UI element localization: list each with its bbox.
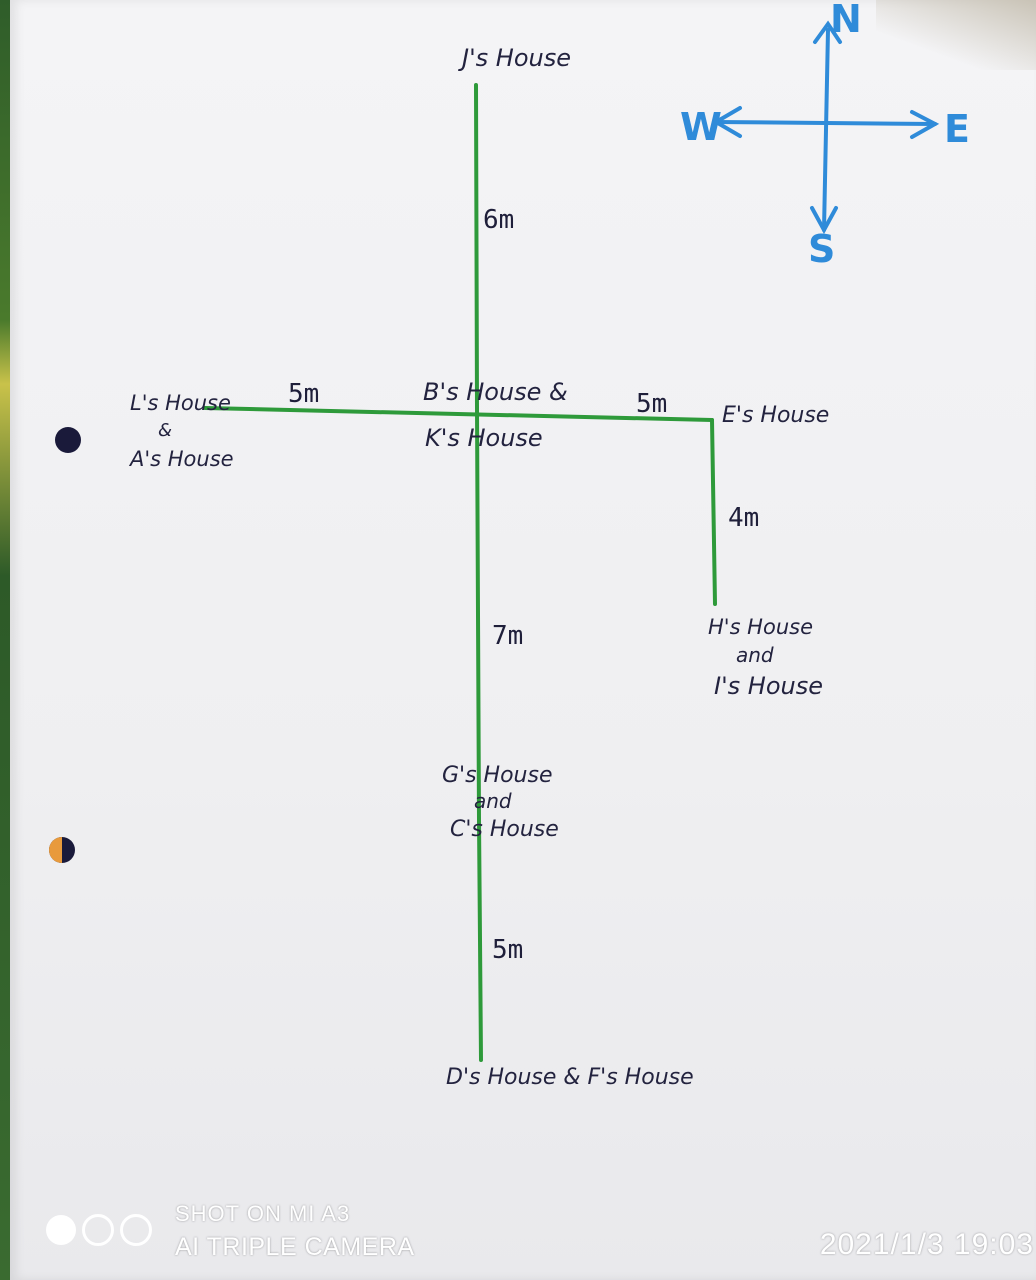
camera-logo-ring-icon [82,1214,114,1246]
label-c-house: C's House [450,817,559,842]
label-e-house: E's House [722,403,829,428]
compass-we-line [713,120,937,126]
compass-north-arrow [813,20,842,44]
label-j-house: J's House [458,44,571,72]
label-i-house: I's House [714,672,823,700]
camera-logo-ring-icon [120,1214,152,1246]
distance-l-b: 5m [288,379,319,409]
punch-hole-bottom-light [49,837,62,863]
distance-e-h: 4m [728,503,759,533]
label-h-house: H's House [708,615,813,639]
label-a-house: A's House [128,447,234,471]
path-lines [203,83,717,1062]
compass-rose [712,20,940,235]
compass-east-arrow [910,110,940,139]
paper-sheet [10,0,1036,1280]
compass-west-label: W [680,105,722,149]
paper-corner-shadow [876,0,1036,70]
compass-south-label: S [808,227,835,271]
label-g-house: G's House [442,763,553,788]
path-j-to-b [474,83,479,410]
distance-b-e: 5m [636,389,667,419]
compass-ns-line [822,28,830,232]
compass-south-arrow [810,206,838,235]
path-e-to-h [710,418,717,606]
path-b-to-g [475,406,481,822]
camera-logo-dot-icon [46,1215,76,1245]
label-g-c-and: and [474,789,512,813]
label-l-a-and: & [158,420,172,441]
path-g-to-d [477,818,483,1062]
watermark-shot-on: SHOT ON MI A3 [175,1201,351,1226]
label-l-house: L's House [130,391,231,415]
path-l-to-e [203,406,714,422]
compass-east-label: E [944,107,970,151]
punch-hole-top [55,427,81,453]
watermark-datetime: 2021/1/3 19:03 [819,1228,1034,1261]
label-b-house: B's House & [423,378,568,406]
distance-b-g: 7m [492,621,523,651]
label-k-house: K's House [425,424,543,452]
distance-j-b: 6m [483,205,514,235]
label-d-f-house: D's House & F's House [446,1065,694,1090]
compass-north-label: N [830,0,862,41]
camera-logo [46,1214,158,1246]
compass-west-arrow [712,106,742,138]
watermark-camera: AI TRIPLE CAMERA [175,1233,415,1261]
label-h-i-and: and [736,643,774,667]
distance-g-d: 5m [492,935,523,965]
